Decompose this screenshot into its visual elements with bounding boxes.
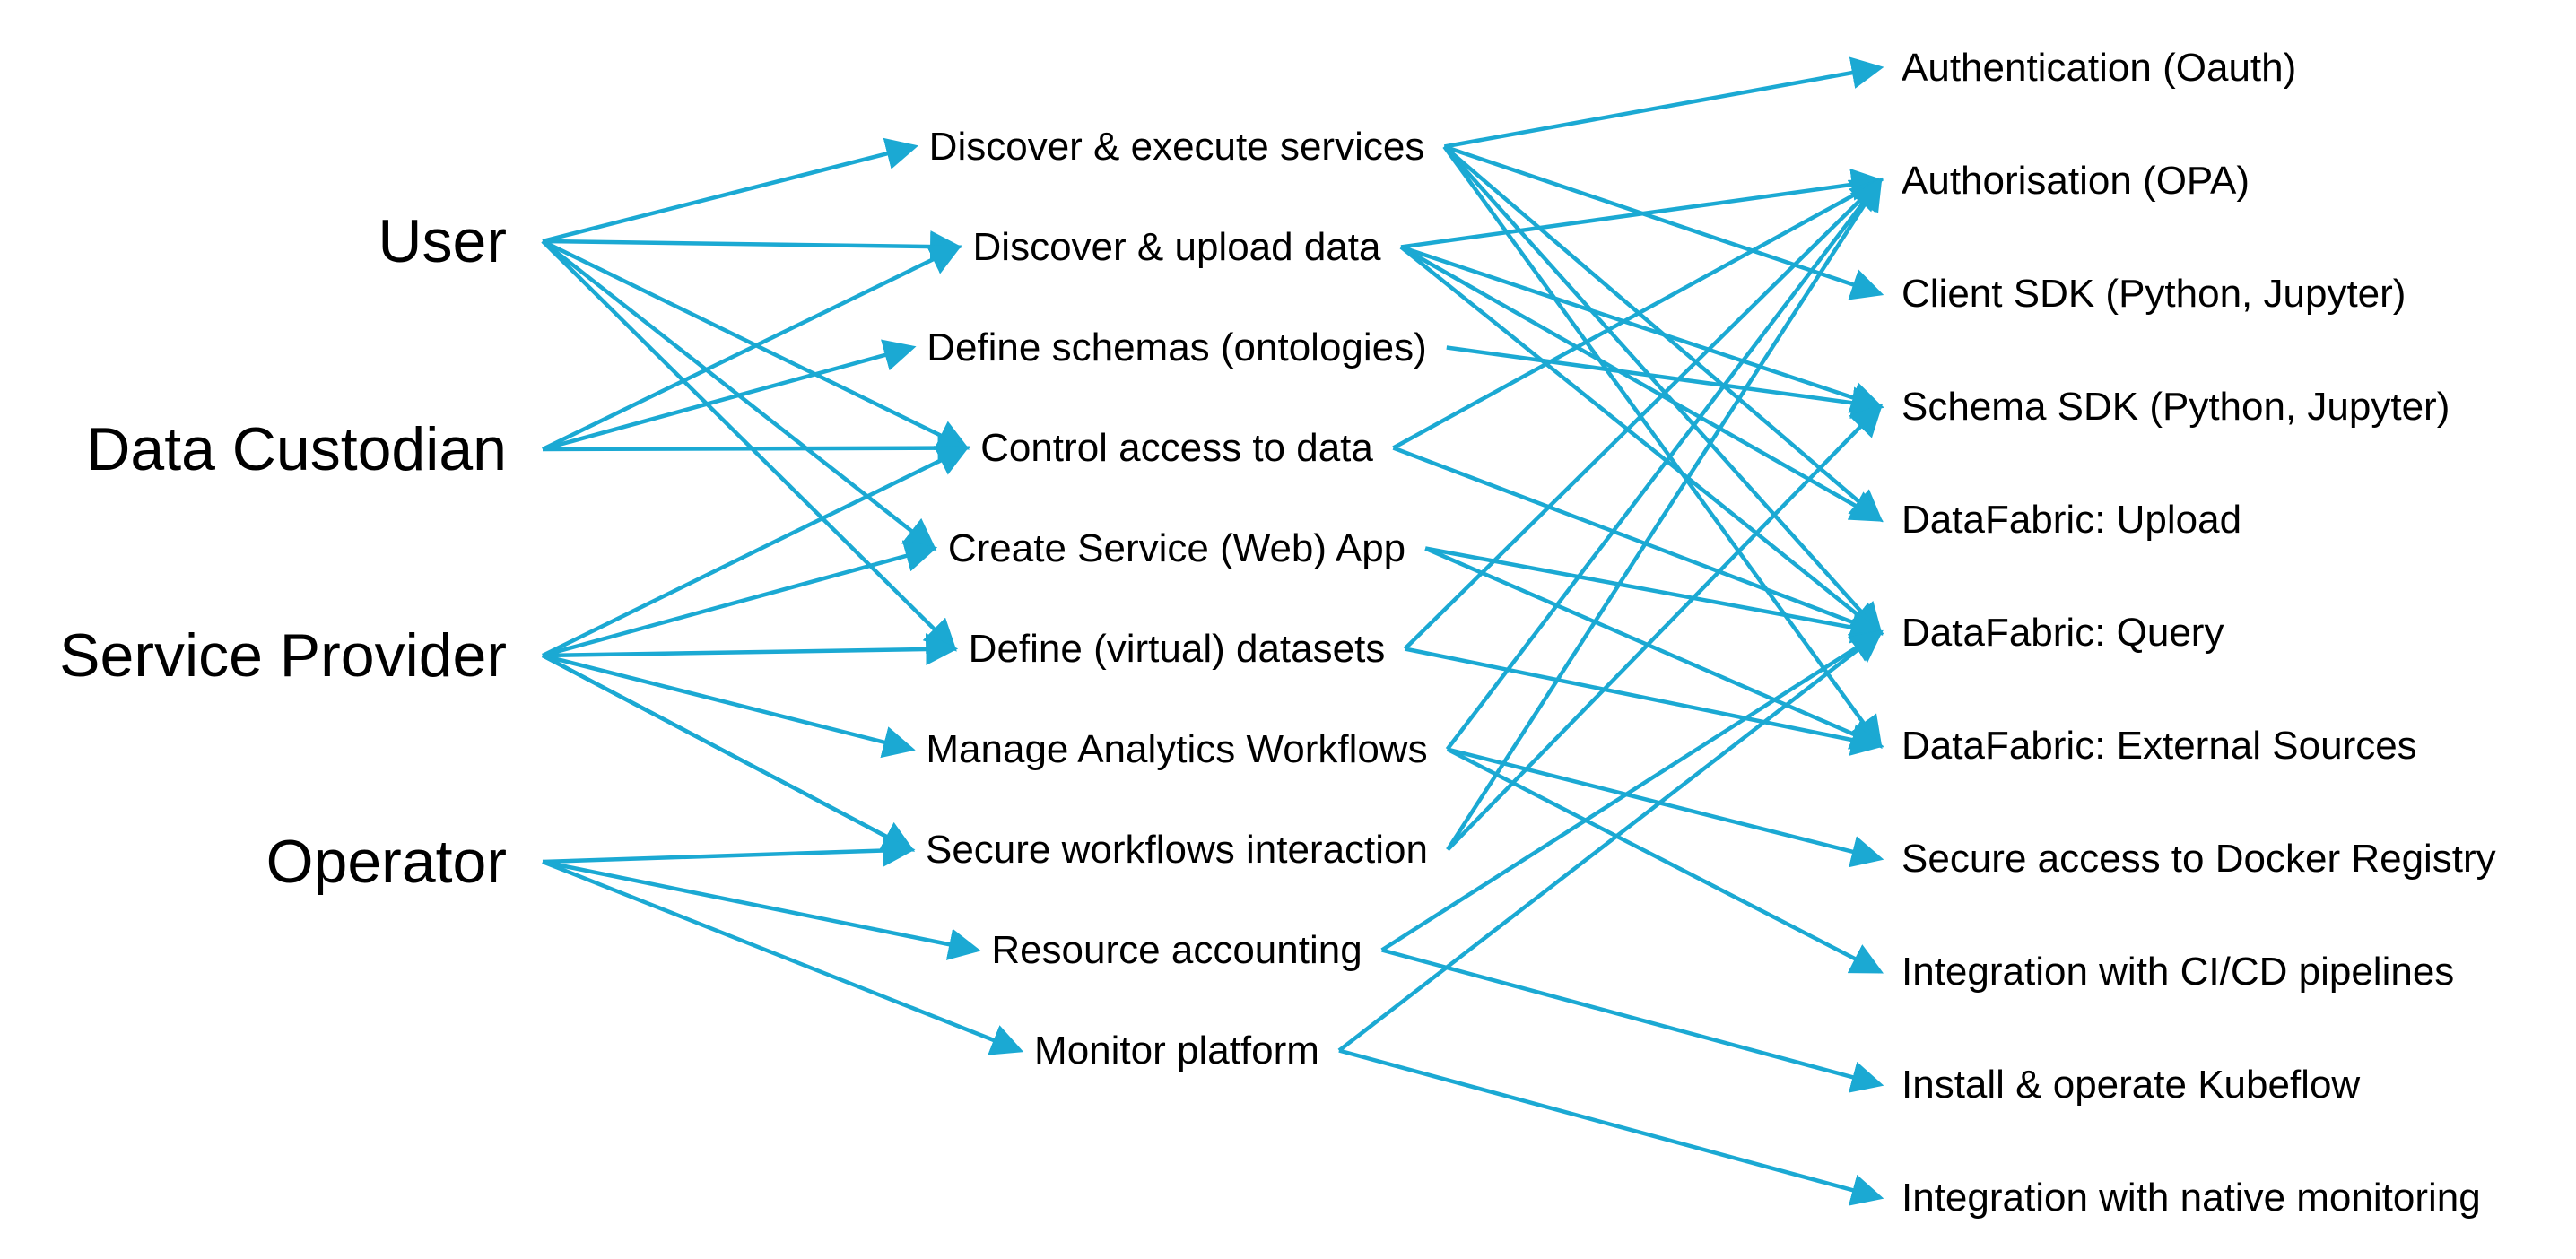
edge-service-provider-to-manage-workflows [542,653,916,759]
edge-discover-upload-to-schema-sdk [1400,245,1884,413]
component-df-external: DataFabric: External Sources [1902,724,2417,768]
component-docker-registry: Secure access to Docker Registry [1902,837,2496,881]
edge-secure-workflows-to-authorisation [1446,177,1883,851]
edge-discover-execute-to-authentication [1443,56,1884,149]
component-df-query: DataFabric: Query [1902,611,2224,655]
edge-discover-upload-to-authorisation [1400,168,1884,249]
edge-monitor-platform-to-native-monitoring [1338,1048,1884,1206]
edge-control-access-to-df-query [1392,446,1884,638]
activity-discover-execute: Discover & execute services [929,125,1425,169]
edge-operator-to-resource-accounting [542,859,981,960]
component-native-monitoring: Integration with native monitoring [1902,1176,2481,1220]
edge-discover-upload-to-df-upload [1399,245,1884,522]
activity-manage-workflows: Manage Analytics Workflows [926,727,1427,771]
component-schema-sdk: Schema SDK (Python, Jupyter) [1902,385,2450,429]
edge-secure-workflows-to-schema-sdk [1446,404,1884,852]
edge-user-to-discover-execute [542,137,919,244]
component-client-sdk: Client SDK (Python, Jupyter) [1902,272,2406,316]
edge-manage-workflows-to-docker-registry [1447,747,1884,868]
edge-operator-to-monitor-platform [542,859,1024,1055]
edge-service-provider-to-create-service [542,540,938,658]
edge-resource-accounting-to-kubeflow [1381,948,1884,1093]
edge-service-provider-to-control-access [542,446,970,658]
edge-discover-upload-to-df-query [1399,245,1884,636]
actor-operator: Operator [266,828,507,896]
edge-control-access-to-authorisation [1392,178,1884,450]
edge-define-datasets-to-authorisation [1403,178,1884,651]
actor-service-provider: Service Provider [59,621,507,690]
edge-define-datasets-to-df-external [1404,647,1884,756]
edge-create-service-to-df-query [1424,546,1884,644]
component-authorisation: Authorisation (OPA) [1902,159,2250,203]
activity-define-datasets: Define (virtual) datasets [969,627,1386,671]
edge-service-provider-to-secure-workflows [541,654,915,852]
activity-control-access: Control access to data [980,426,1373,470]
edge-user-to-define-datasets [541,239,957,652]
edge-data-custodian-to-control-access [542,431,970,465]
activity-define-schemas: Define schemas (ontologies) [927,326,1427,369]
activity-discover-upload: Discover & upload data [973,225,1381,269]
edge-data-custodian-to-discover-upload [542,245,962,452]
component-df-upload: DataFabric: Upload [1902,498,2241,542]
activity-monitor-platform: Monitor platform [1034,1029,1319,1072]
edge-discover-execute-to-client-sdk [1443,144,1884,300]
edge-operator-to-secure-workflows [542,834,916,867]
edge-manage-workflows-to-authorisation [1445,177,1883,751]
edge-monitor-platform-to-df-query [1337,630,1884,1053]
edge-user-to-discover-upload [542,230,963,264]
component-authentication: Authentication (Oauth) [1902,46,2296,90]
edges-layer [541,56,1884,1206]
edge-data-custodian-to-define-schemas [542,339,917,452]
edge-service-provider-to-define-datasets [542,633,959,666]
activity-resource-accounting: Resource accounting [991,928,1362,972]
actor-user: User [378,207,507,275]
edge-discover-execute-to-df-external [1442,145,1883,750]
labels-layer: User Data Custodian Service Provider Ope… [59,46,2496,1220]
edge-resource-accounting-to-df-query [1380,630,1884,952]
edge-manage-workflows-to-cicd [1446,747,1884,974]
edge-define-schemas-to-schema-sdk [1446,345,1884,420]
activity-secure-workflows: Secure workflows interaction [926,828,1428,872]
actor-data-custodian: Data Custodian [86,415,507,483]
activity-create-service: Create Service (Web) App [948,526,1405,570]
component-kubeflow: Install & operate Kubeflow [1902,1063,2360,1107]
component-cicd: Integration with CI/CD pipelines [1902,950,2454,994]
edge-create-service-to-df-external [1424,546,1884,750]
edge-discover-execute-to-df-query [1442,144,1884,636]
